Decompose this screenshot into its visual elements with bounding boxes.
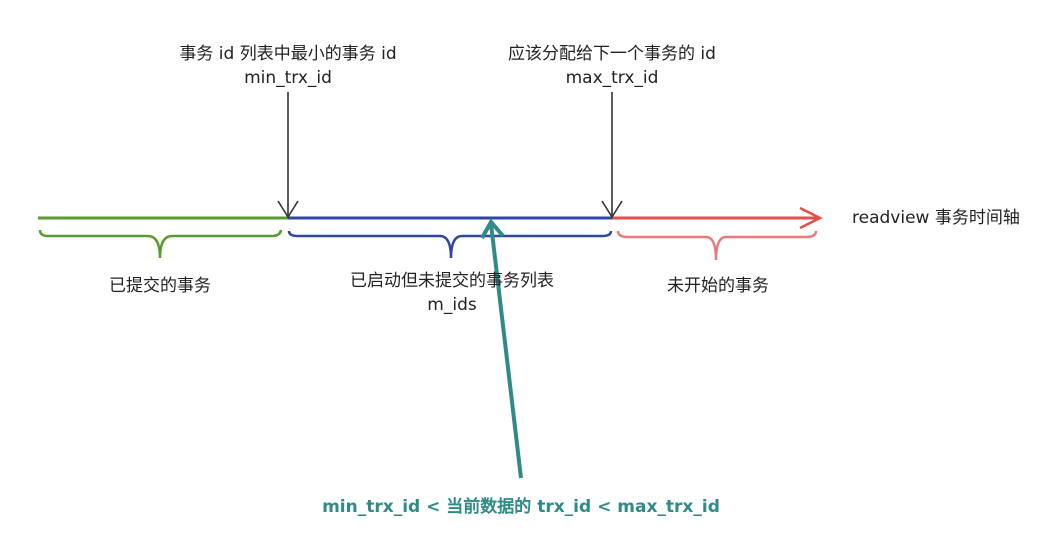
min-arrowhead-icon [277,200,299,219]
not-started-brace [616,230,818,261]
max-arrowhead-icon [601,200,623,219]
committed-brace [38,229,283,259]
committed-label: 已提交的事务 [109,276,211,296]
active-name: m_ids [427,295,477,315]
min-trx-name: min_trx_id [244,68,332,88]
active-brace [287,230,613,259]
condition-label: min_trx_id < 当前数据的 trx_id < max_trx_id [322,496,720,517]
max-trx-name: max_trx_id [566,68,659,88]
min-trx-description: 事务 id 列表中最小的事务 id [179,44,396,64]
not-started-label: 未开始的事务 [667,276,769,296]
max-trx-description: 应该分配给下一个事务的 id [508,44,716,64]
timeline-arrowhead-icon [799,206,823,230]
axis-label: readview 事务时间轴 [852,208,1020,228]
current-trx-pointer [489,223,523,479]
pointer-arrowhead-icon [480,218,505,239]
active-label: 已启动但未提交的事务列表 [350,271,554,291]
